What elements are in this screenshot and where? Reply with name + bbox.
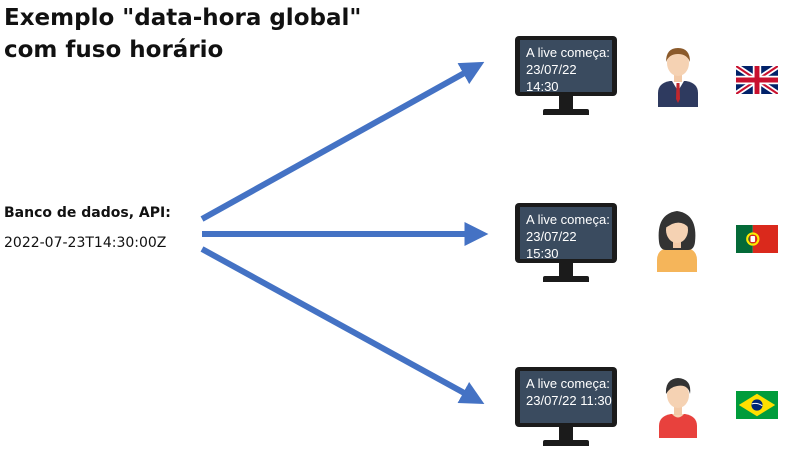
uk-flag-icon <box>736 66 778 94</box>
screen-label: A live começa: <box>526 376 610 391</box>
young-man-icon <box>659 378 697 438</box>
monitor-screen: A live começa: 23/07/22 11:30 <box>520 371 612 423</box>
arrow-to-uk-client <box>200 61 485 222</box>
brazil-flag-icon <box>736 391 778 419</box>
monitor-screen: A live começa: 23/07/22 14:30 <box>520 40 612 94</box>
screen-label: A live começa: <box>526 45 610 60</box>
diagram-title: Exemplo "data-hora global" com fuso horá… <box>4 2 361 66</box>
monitor-portugal-client: A live começa: 23/07/22 15:30 <box>515 203 617 287</box>
screen-datetime: 23/07/22 14:30 <box>526 62 577 94</box>
title-line-1: Exemplo "data-hora global" <box>4 5 362 31</box>
screen-label: A live começa: <box>526 212 610 227</box>
monitor-screen: A live começa: 23/07/22 15:30 <box>520 207 612 261</box>
screen-datetime: 23/07/22 15:30 <box>526 229 577 261</box>
monitor-brazil-client: A live começa: 23/07/22 11:30 <box>515 367 617 451</box>
man-in-suit-icon <box>658 48 698 107</box>
source-label: Banco de dados, API: <box>4 205 171 221</box>
data-source: Banco de dados, API: 2022-07-23T14:30:00… <box>4 204 171 252</box>
woman-icon <box>657 211 697 272</box>
source-timestamp: 2022-07-23T14:30:00Z <box>4 235 167 251</box>
arrow-to-brazil-client <box>200 246 485 405</box>
screen-datetime: 23/07/22 11:30 <box>526 393 612 408</box>
portugal-flag-icon <box>736 225 778 253</box>
monitor-uk-client: A live começa: 23/07/22 14:30 <box>515 36 617 120</box>
title-line-2: com fuso horário <box>4 37 224 63</box>
